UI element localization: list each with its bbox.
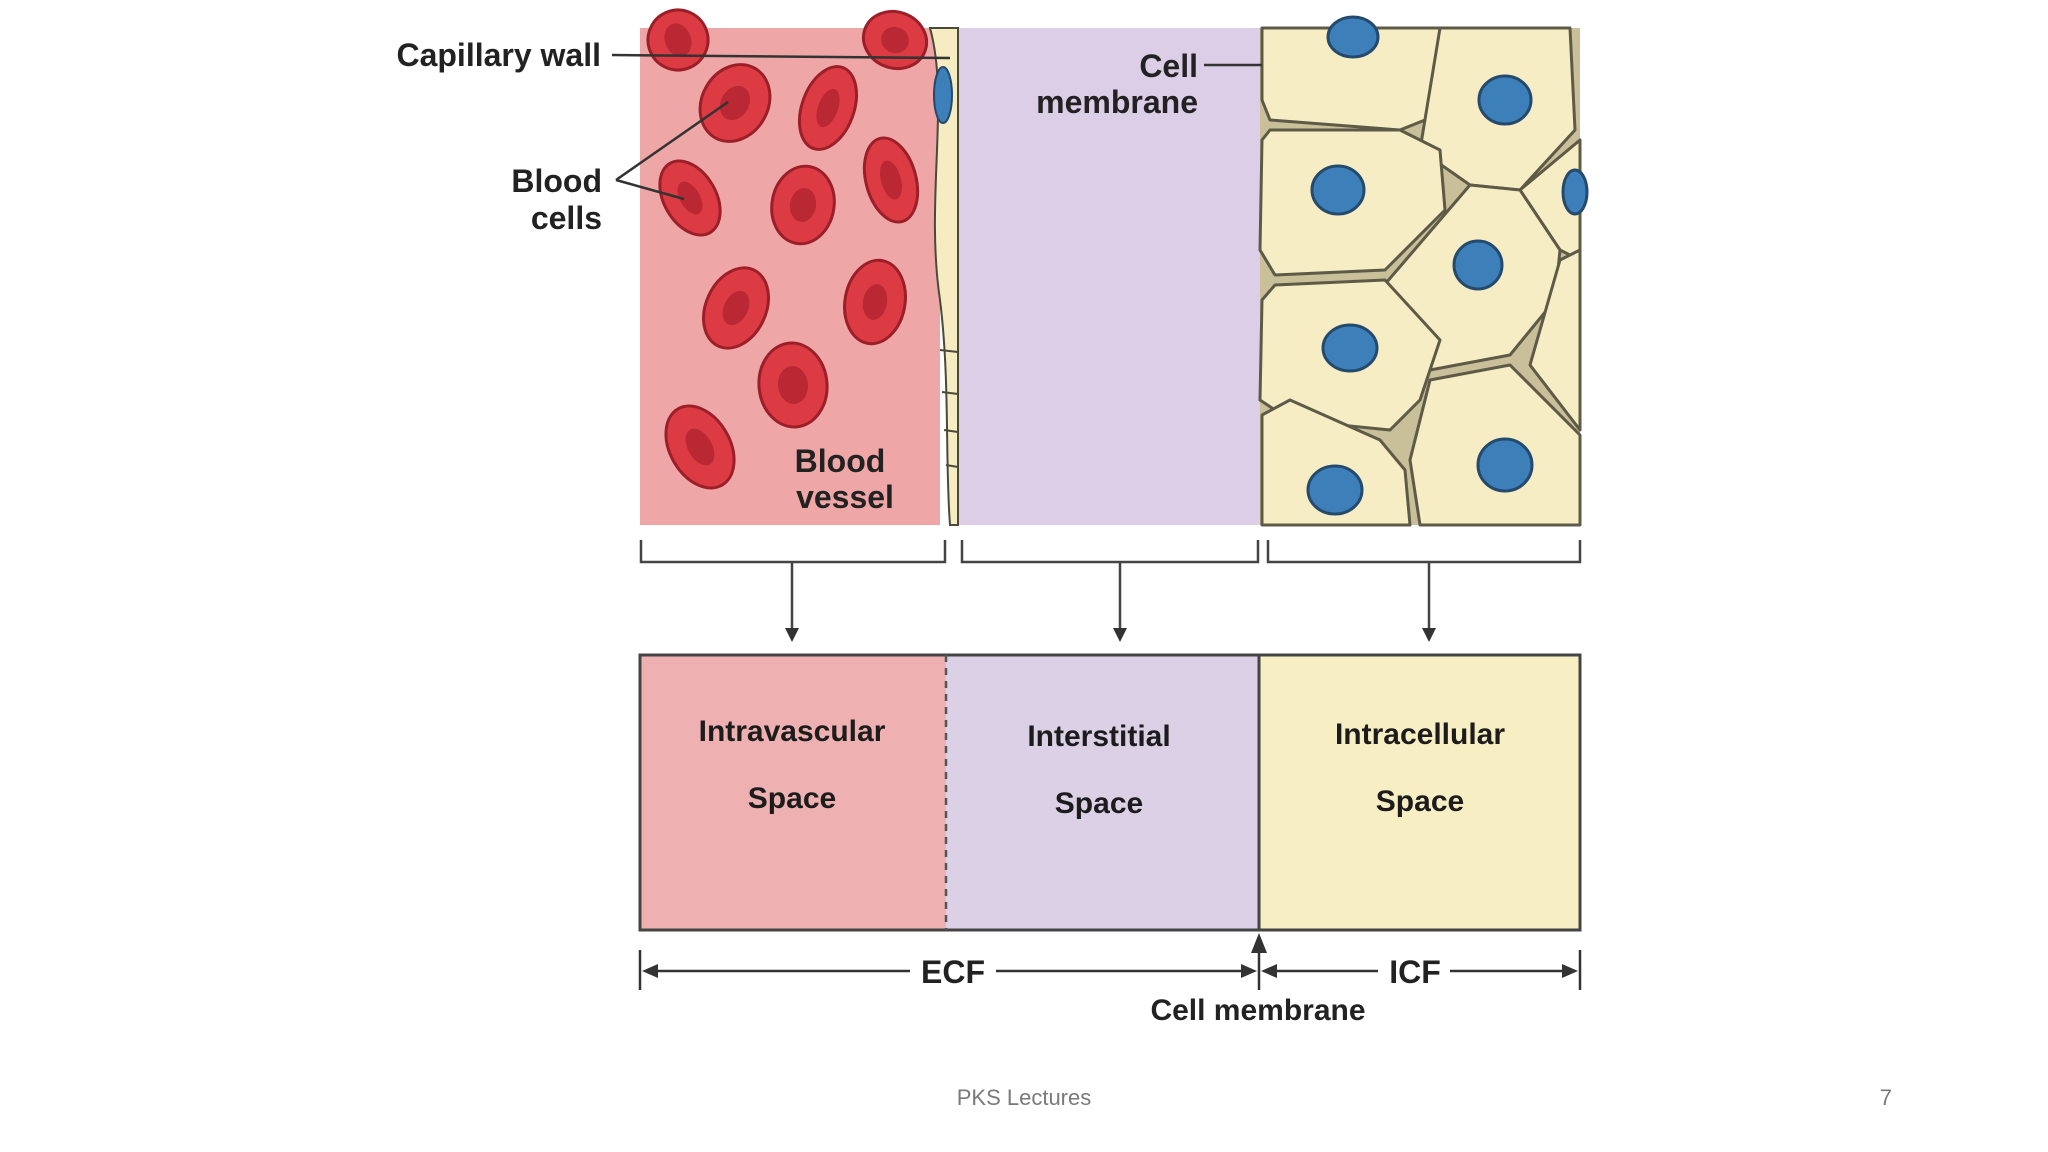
cell-nuclei [1306,15,1589,516]
intravascular-box [640,655,946,930]
red-blood-cell [797,65,859,151]
icf-right-arrow-icon [1562,964,1578,978]
red-blood-cell [698,63,772,143]
red-blood-cell [658,159,722,237]
down-arrow-icon [785,628,799,642]
compartment-boxes: Intravascular Space Interstitial Space I… [638,653,1582,932]
red-blood-cell [861,10,929,70]
nucleus [1452,239,1504,291]
bracket-intracellular [1266,540,1582,564]
red-blood-cell [664,404,736,490]
tissue-cell [1260,398,1412,527]
nucleus [1326,15,1380,59]
ecf-label: ECF [921,954,985,990]
red-blood-cell [843,258,907,346]
down-arrow-icon [1113,628,1127,642]
bracket-arrowheads [785,628,1436,642]
cell-membrane-callout-line1: Cell [1139,48,1198,84]
down-arrow-icon [1422,628,1436,642]
blood-vessel-label-line2: vessel [796,479,894,515]
red-blood-cell [702,266,770,350]
illustration [640,8,1589,527]
intracellular-label-line2: Space [1376,785,1464,818]
intravascular-label-line2: Space [748,782,836,815]
footer-text: PKS Lectures [956,1085,1092,1110]
cell-membrane-up-arrow-icon [1251,933,1267,953]
intracellular-box [1259,655,1580,930]
brackets [639,540,1582,630]
bracket-interstitial [960,540,1260,564]
endothelial-nucleus [933,66,953,124]
callouts: Capillary wall Blood cells Cell membrane… [396,37,1262,515]
nucleus [1306,464,1364,516]
icf-left-arrow-icon [1261,964,1277,978]
interstitial-label-line2: Space [1055,787,1143,820]
interstitial-region [958,28,1260,525]
nucleus [1321,323,1379,373]
ecf-icf-scale: ECF ICF Cell membrane [638,933,1582,1027]
nucleus [1476,437,1534,493]
red-blood-cell [862,136,920,224]
ecf-right-arrow-icon [1241,964,1257,978]
compartment-outline [638,653,1582,932]
blood-cells-label-line1: Blood [511,163,602,199]
nucleus [1310,164,1366,216]
slide-number: 7 [1879,1085,1892,1110]
nucleus [1477,74,1533,126]
blood-vessel-label-line1: Blood [795,443,886,479]
icf-label: ICF [1389,954,1441,990]
interstitial-box [946,655,1259,930]
nucleus [1561,168,1589,216]
cell-membrane-callout-line2: membrane [1036,84,1198,120]
interstitial-label-line1: Interstitial [1027,720,1170,753]
red-blood-cells [646,8,929,490]
blood-cells-label-line2: cells [531,200,602,236]
ecf-left-arrow-icon [642,964,658,978]
cell-membrane-bottom-label: Cell membrane [1150,994,1365,1027]
bracket-vessel [639,540,947,564]
intravascular-label-line1: Intravascular [699,715,886,748]
red-blood-cell [757,341,829,429]
capillary-wall [928,27,959,526]
red-blood-cell [770,164,836,246]
capillary-wall-label: Capillary wall [396,37,601,73]
tissue-cell [1528,248,1582,432]
intracellular-label-line1: Intracellular [1335,718,1505,751]
